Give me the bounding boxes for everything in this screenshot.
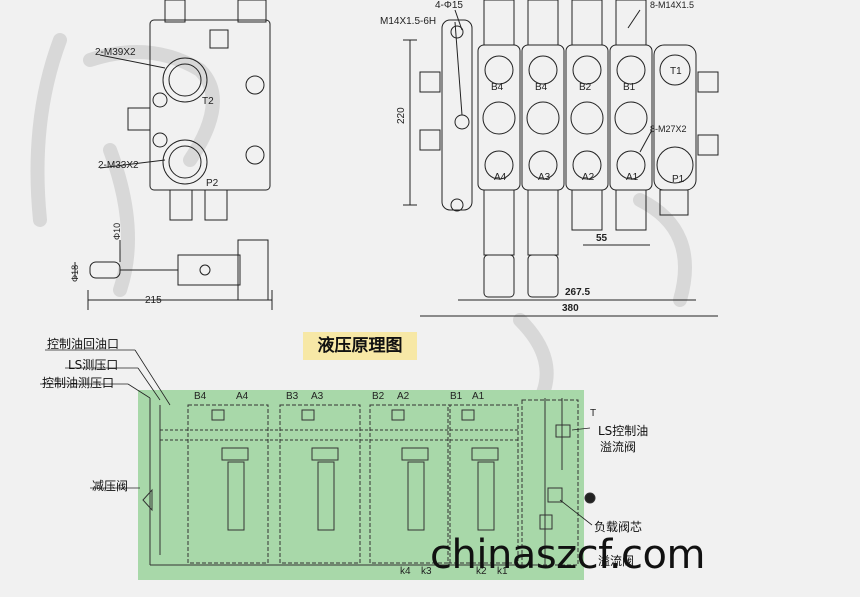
dim-diam-18: Φ18 [70,264,80,282]
section-a-port: A2 [397,391,410,402]
port-t1-label: T1 [670,66,682,77]
port-p1-label: P1 [672,174,685,185]
k-port-label: k2 [476,566,487,577]
schematic-title: 液压原理图 [303,332,417,360]
b-port-label: B4 [535,82,548,93]
thread-label: M14X1.5-6H [380,16,437,27]
b-port-label: B1 [623,82,636,93]
port-t2-label: T2 [202,96,214,107]
section-b-port: B4 [194,391,207,402]
port-p-thread-label: 2-M33X2 [98,160,139,171]
section-b-port: B2 [372,391,385,402]
port-t-thread-label: 2-M39X2 [95,47,136,58]
k-port-label: k4 [400,566,411,577]
section-a-port: A4 [236,391,249,402]
dim-height-220: 220 [396,107,407,124]
schematic-leaders [40,349,593,526]
schematic-lines [138,390,596,580]
b-port-label: B2 [579,82,592,93]
port-label-right: 8-M27X2 [650,124,687,134]
hole-label: 4-Φ15 [435,0,463,11]
dim-pitch-55: 55 [596,233,608,244]
k-port-label: k1 [497,566,508,577]
pressure-reducing-valve-label: 减压阀 [92,479,129,493]
front-view-valve [403,0,719,317]
thread-label-right: 8-M14X1.5 [650,0,695,10]
a-port-label: A2 [582,172,595,183]
side-view-valve [74,0,273,310]
dim-diam-10: Φ10 [112,222,122,240]
a-port-label: A4 [494,172,507,183]
ls-test-port-label: LS测压口 [68,358,119,372]
section-a-port: A3 [311,391,324,402]
section-a-port: A1 [472,391,485,402]
a-port-label: A3 [538,172,551,183]
control-oil-test-port-label: 控制油测压口 [42,376,115,390]
dim-width-215: 215 [145,295,162,306]
load-valve-core-label: 负载阀芯 [594,520,643,534]
ls-relief-label-line2: 溢流阀 [600,440,637,454]
background-brush-watermark [30,33,692,407]
k-port-label: k3 [421,566,432,577]
dim-length-380: 380 [562,303,579,314]
ls-relief-label-line1: LS控制油 [598,424,649,438]
port-t-label: T [590,408,597,419]
dim-length-267-5: 267.5 [565,287,591,298]
a-port-label: A1 [626,172,639,183]
b-port-label: B4 [491,82,504,93]
section-b-port: B3 [286,391,299,402]
section-b-port: B1 [450,391,463,402]
control-oil-return-label: 控制油回油口 [47,337,120,351]
relief-valve-label: 溢流阀 [598,554,635,568]
site-watermark: chinaszcf.com [430,532,705,578]
port-p2-label: P2 [206,178,219,189]
